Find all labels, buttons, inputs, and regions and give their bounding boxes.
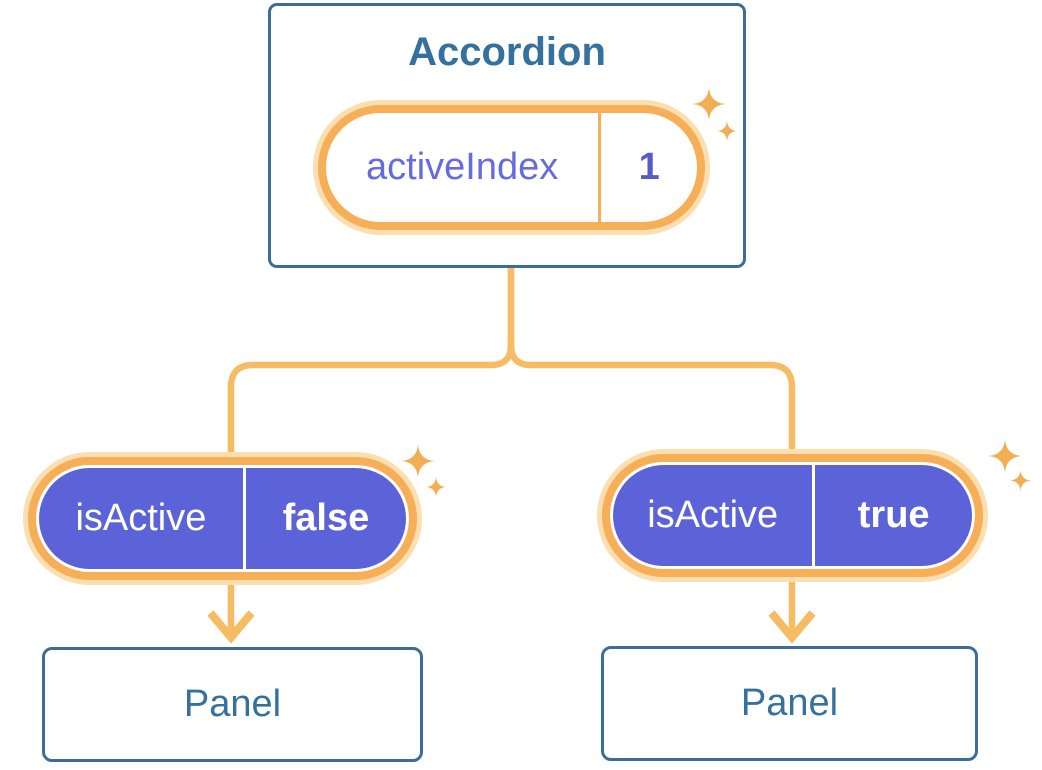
sparkle-icon (988, 439, 1022, 473)
accordion-card: Accordion activeIndex 1 (268, 3, 746, 268)
panel-label: Panel (183, 683, 282, 725)
prop-value-label: true (857, 494, 930, 536)
accordion-state-pill: activeIndex 1 (313, 100, 710, 235)
prop-pill-divider (242, 468, 246, 569)
accordion-title: Accordion (408, 30, 606, 74)
sparkle-icon (425, 476, 447, 498)
state-value: 1 (638, 146, 660, 188)
sparkle-icon (716, 120, 738, 142)
pill-halo: isActive false (23, 452, 422, 585)
prop-value-label: false (282, 497, 370, 539)
sparkle-icon (692, 87, 726, 121)
prop-pill-right: isActive true (597, 449, 988, 582)
panel-card-right: Panel (601, 646, 978, 761)
prop-pill-left: isActive false (23, 452, 422, 585)
arrow-down-icon (768, 610, 816, 644)
sparkle-icon (1009, 469, 1032, 492)
prop-pill-divider (812, 465, 816, 566)
panel-card-left: Panel (42, 647, 423, 762)
prop-name-label: isActive (647, 494, 779, 536)
panel-label: Panel (740, 682, 839, 724)
arrow-down-icon (207, 610, 255, 644)
pill-halo: activeIndex 1 (313, 100, 710, 235)
pill-ring: activeIndex 1 (318, 105, 705, 230)
state-pill-divider (598, 113, 602, 222)
sparkle-icon (401, 444, 435, 478)
pill-halo: isActive true (597, 449, 988, 582)
pill-ring: isActive true (602, 454, 983, 577)
connector-tree-right (507, 264, 796, 637)
prop-name-label: isActive (75, 497, 207, 539)
pill-ring: isActive false (28, 457, 417, 580)
state-name-label: activeIndex (366, 146, 559, 188)
